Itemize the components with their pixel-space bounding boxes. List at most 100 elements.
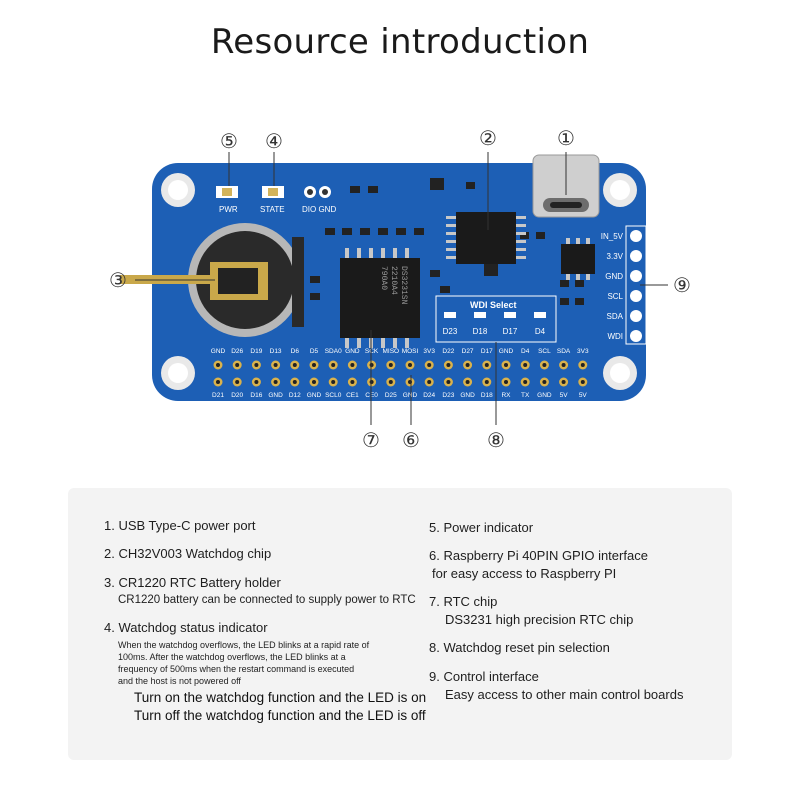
wdi-select-label: WDI Select [470, 300, 517, 310]
feature-4-small-line: and the host is not powered off [118, 676, 241, 686]
gpio-pin-hole [216, 363, 220, 367]
state-silk-label: STATE [260, 205, 285, 214]
wdi-pin-label: D4 [535, 327, 546, 336]
gpio-pin-hole [446, 363, 451, 367]
callout-3: ③ [109, 268, 127, 292]
battery-holder [120, 223, 304, 337]
feature-9-title: 9. Control interface [429, 669, 539, 684]
gpio-bottom-label: TX [521, 392, 530, 399]
callout-5: ⑤ [220, 129, 238, 153]
gpio-pin-hole [427, 363, 432, 367]
feature-8-title: 8. Watchdog reset pin selection [429, 640, 610, 655]
callout-8: ⑧ [487, 428, 505, 452]
wdi-pad [534, 312, 546, 318]
gpio-pin-hole [427, 380, 432, 384]
gpio-bottom-label: GND [460, 392, 475, 399]
gpio-top-label: D17 [481, 348, 493, 355]
gpio-bottom-label: D25 [385, 392, 397, 399]
feature-6-title: 6. Raspberry Pi 40PIN GPIO interface [429, 548, 648, 563]
svg-text:790A0: 790A0 [379, 266, 388, 290]
hat-board-diagram: PWR STATE DIO GND DS3231SN 2210A4 [109, 126, 691, 452]
gpio-top-label: MOSI [402, 348, 419, 355]
led-pwr [216, 186, 238, 198]
feature-7-title: 7. RTC chip [429, 594, 498, 609]
feature-4-led-on: Turn on the watchdog function and the LE… [134, 690, 427, 705]
gpio-top-label: SCK [365, 348, 379, 355]
side-pin-label: SCL [607, 292, 623, 301]
wdi-pad [444, 312, 456, 318]
feature-2-title: 2. CH32V003 Watchdog chip [104, 546, 272, 561]
gpio-top-label: MISO [382, 348, 399, 355]
gpio-bottom-label: D21 [212, 392, 224, 399]
gpio-pin-hole [331, 380, 336, 384]
gpio-top-label: D22 [442, 348, 454, 355]
side-pin-pad [630, 270, 642, 282]
gpio-pin-hole [312, 380, 316, 384]
gpio-top-label: 3V3 [577, 348, 589, 355]
gpio-pin-hole [388, 363, 393, 367]
gpio-pin-hole [465, 363, 470, 367]
rtc-chip-line2: 2210A4 [389, 266, 398, 295]
side-pin-pad [630, 250, 642, 262]
gpio-bottom-label: GND [537, 392, 552, 399]
gpio-pin-hole [254, 380, 259, 384]
feature-4-small-line: 100ms. After the watchdog overflows, the… [118, 652, 346, 662]
gpio-bottom-label: 5V [579, 392, 588, 399]
feature-4-title: 4. Watchdog status indicator [104, 620, 268, 635]
feature-3-title: 3. CR1220 RTC Battery holder [104, 575, 281, 590]
side-pin-pad [630, 330, 642, 342]
feature-5-title: 5. Power indicator [429, 520, 534, 535]
watchdog-chip [446, 212, 526, 264]
regulator-chip [561, 238, 595, 280]
gpio-pin-hole [446, 380, 451, 384]
gpio-pin-hole [561, 363, 566, 367]
gpio-pin-hole [350, 380, 355, 384]
gpio-pin-hole [216, 380, 220, 384]
gpio-bottom-label: GND [403, 392, 418, 399]
feature-4-small-line: frequency of 500ms when the restart comm… [118, 664, 355, 674]
rtc-chip: DS3231SN 2210A4 790A0 [340, 248, 420, 348]
gpio-pin-hole [292, 363, 297, 367]
feature-4-small-desc: When the watchdog overflows, the LED bli… [104, 639, 426, 687]
smd-components [310, 178, 584, 305]
gpio-top-label: D27 [462, 348, 474, 355]
gpio-pin-hole [235, 363, 240, 367]
gpio-pin-hole [542, 363, 547, 367]
gpio-bottom-label: D16 [250, 392, 262, 399]
rtc-chip-line1: DS3231SN [399, 266, 408, 305]
side-pin-label: WDI [607, 332, 623, 341]
features-panel: 1. USB Type-C power port 2. CH32V003 Wat… [68, 488, 732, 760]
gpio-pin-hole [484, 380, 489, 384]
wdi-pad [474, 312, 486, 318]
gpio-bottom-label: GND [307, 392, 322, 399]
gpio-bottom-label: D23 [442, 392, 454, 399]
gpio-top-label: D5 [310, 348, 319, 355]
gpio-top-label: GND [211, 348, 226, 355]
feature-6-desc: for easy access to Raspberry PI [432, 566, 617, 581]
gpio-bottom-label: D20 [231, 392, 243, 399]
gpio-pin-hole [561, 380, 566, 384]
pwr-silk-label: PWR [219, 205, 238, 214]
side-pin-label: 3.3V [607, 252, 624, 261]
side-pin-label: IN_5V [601, 232, 624, 241]
dio-gnd-silk-label: DIO GND [302, 205, 336, 214]
gpio-top-label: SCL [538, 348, 551, 355]
gpio-top-label: D4 [521, 348, 530, 355]
gpio-pin-hole [331, 363, 336, 367]
mounting-holes [161, 173, 637, 390]
gpio-bottom-label: 5V [560, 392, 569, 399]
gpio-pin-hole [369, 363, 374, 367]
gpio-bottom-label: RX [501, 392, 511, 399]
gpio-bottom-label: CE1 [346, 392, 359, 399]
gpio-pin-hole [350, 363, 355, 367]
gpio-bottom-label: GND [268, 392, 283, 399]
wdi-pin-label: D18 [473, 327, 488, 336]
rtc-chip-marking: DS3231SN [399, 266, 408, 305]
callout-4: ④ [265, 129, 283, 153]
side-pin-label: SDA [607, 312, 624, 321]
gpio-pin-hole [388, 380, 393, 384]
gpio-pin-hole [292, 380, 297, 384]
